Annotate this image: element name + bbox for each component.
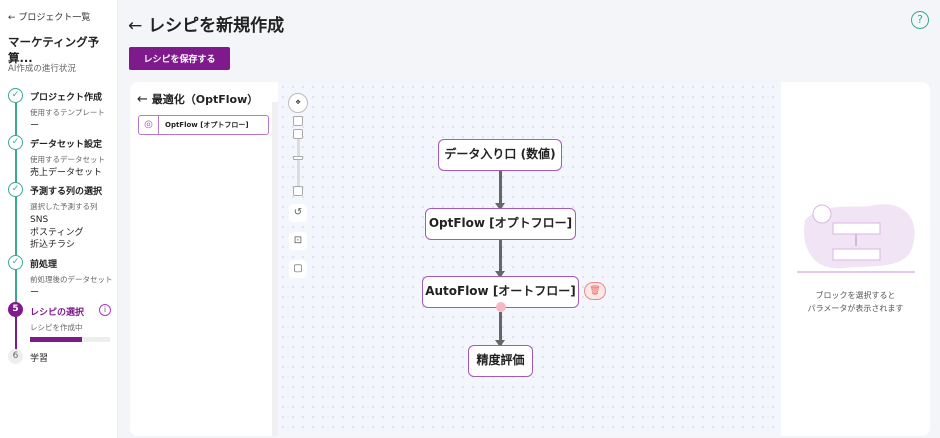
flow-canvas[interactable]: ✥ ↺ ⊡ ▢ データ入り口 (数値) OptFlow [オプトフロー] Aut… — [278, 82, 781, 436]
fit-view-icon[interactable]: ⊡ — [289, 232, 307, 250]
back-arrow-icon[interactable]: ← — [137, 92, 148, 107]
select-area-icon[interactable]: ▢ — [289, 260, 307, 278]
check-icon: ✓ — [8, 135, 23, 150]
step-preprocess: 前処理前処理後のデータセットー — [30, 260, 113, 298]
progress-label: AI作成の進行状況 — [8, 64, 76, 74]
flow-node-evaluation[interactable]: 精度評価 — [468, 345, 533, 377]
block-library-panel: ← 最適化（OptFlow） ◎ OptFlow [オプトフロー] — [130, 82, 278, 436]
sidebar: ← プロジェクト一覧 マーケティング予算... AI作成の進行状況 ✓ プロジェ… — [0, 0, 118, 438]
zoom-slider-track[interactable] — [297, 132, 300, 188]
step-number: 5 — [8, 302, 23, 317]
step-dataset: データセット設定使用するデータセット売上データセット — [30, 140, 105, 178]
recipe-progress-bar — [30, 337, 110, 342]
zoom-step-button[interactable] — [293, 129, 303, 139]
back-arrow-icon[interactable]: ← — [128, 16, 143, 36]
flow-edge — [495, 171, 505, 210]
step-project: プロジェクト作成使用するテンプレートー — [30, 93, 105, 131]
trash-icon[interactable]: 🗑 — [584, 282, 606, 300]
timeline-line-active — [15, 316, 17, 352]
help-icon[interactable]: ? — [911, 11, 929, 29]
check-icon: ✓ — [8, 182, 23, 197]
step-training: 学習 — [30, 354, 49, 364]
zoom-in-button[interactable] — [293, 116, 303, 126]
zoom-out-button[interactable] — [293, 186, 303, 196]
save-recipe-button[interactable]: レシピを保存する — [129, 47, 230, 70]
step-recipe: レシピの選択レシピを作成中 — [30, 305, 110, 342]
page-title: ← レシピを新規作成 — [128, 16, 285, 36]
connection-handle[interactable] — [496, 302, 506, 312]
select-block-illustration — [797, 204, 915, 273]
back-to-projects-link[interactable]: ← プロジェクト一覧 — [8, 13, 91, 23]
zoom-slider-handle[interactable] — [293, 156, 303, 160]
info-icon[interactable]: i — [99, 304, 111, 316]
flow-edge — [495, 312, 505, 347]
flow-edge — [495, 240, 505, 278]
flow-node-optflow[interactable]: OptFlow [オプトフロー] — [425, 208, 576, 240]
pan-control[interactable]: ✥ — [288, 93, 308, 113]
block-item-optflow[interactable]: ◎ OptFlow [オプトフロー] — [138, 115, 269, 135]
scrollbar[interactable] — [272, 102, 278, 436]
step-number: 6 — [8, 349, 23, 364]
reset-view-icon[interactable]: ↺ — [289, 204, 307, 222]
category-title: ← 最適化（OptFlow） — [137, 92, 259, 107]
flow-node-data-input[interactable]: データ入り口 (数値) — [438, 139, 562, 171]
parameter-hint: ブロックを選択するとパラメータが表示されます — [807, 291, 904, 313]
target-icon: ◎ — [139, 116, 159, 134]
check-icon: ✓ — [8, 88, 23, 103]
check-icon: ✓ — [8, 255, 23, 270]
timeline-line — [15, 101, 17, 310]
parameter-panel: ブロックを選択するとパラメータが表示されます — [781, 82, 930, 436]
project-name: マーケティング予算... — [8, 35, 100, 65]
